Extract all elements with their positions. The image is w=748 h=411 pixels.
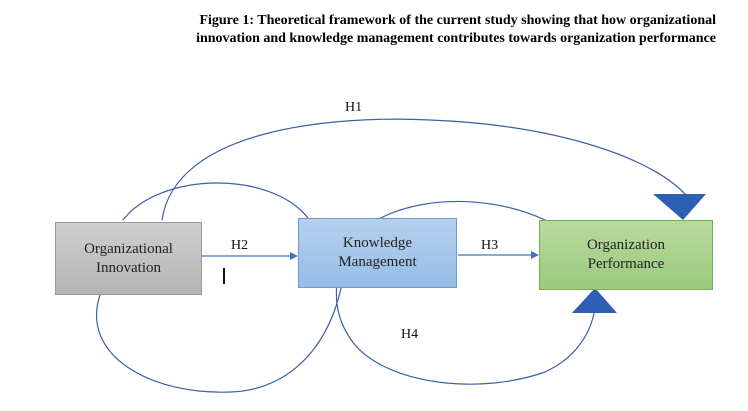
node-km-line1: Knowledge xyxy=(342,235,413,251)
h4-loop xyxy=(335,200,597,385)
label-h1: H1 xyxy=(345,100,363,115)
node-op-line2: Performance xyxy=(587,256,665,272)
label-h4: H4 xyxy=(401,327,419,342)
label-h2: H2 xyxy=(231,238,249,253)
h4-arrowhead xyxy=(572,288,617,313)
node-organization-performance: Organization Performance xyxy=(539,220,713,290)
node-knowledge-management: Knowledge Management xyxy=(298,218,457,288)
oi-km-lower-loop xyxy=(96,259,346,393)
oi-km-upper-arc xyxy=(122,182,309,221)
node-km-line2: Management xyxy=(338,254,417,270)
node-oi-line1: Organizational xyxy=(84,240,173,257)
h1-arc xyxy=(161,118,691,221)
h1-arrowhead xyxy=(653,194,706,220)
caption-line-2: innovation and knowledge management cont… xyxy=(196,31,716,46)
figure-caption: Figure 1: Theoretical framework of the c… xyxy=(0,12,716,48)
text-cursor-mark xyxy=(223,268,225,284)
node-oi-line2: Innovation xyxy=(96,259,161,276)
node-organizational-innovation: Organizational Innovation xyxy=(55,222,202,295)
caption-line-1: Figure 1: Theoretical framework of the c… xyxy=(199,13,716,28)
node-op-line1: Organization xyxy=(586,237,666,253)
label-h3: H3 xyxy=(481,238,499,253)
